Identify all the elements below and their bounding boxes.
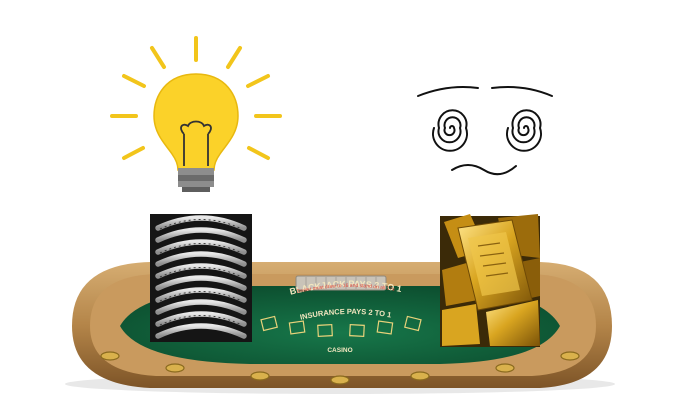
stacked-coins-photo: [150, 214, 252, 342]
left-spiral-eye: [432, 109, 468, 152]
wavy-mouth: [451, 164, 517, 176]
dizzy-face-icon: [417, 86, 553, 176]
right-eyebrow: [491, 86, 553, 97]
left-eyebrow: [417, 86, 479, 97]
chip-tray: [295, 275, 387, 291]
casino-brand: CASINO: [327, 347, 352, 354]
gold-bars-photo: [440, 214, 540, 347]
right-spiral-eye: [506, 109, 542, 152]
lightbulb-icon: [110, 36, 282, 192]
